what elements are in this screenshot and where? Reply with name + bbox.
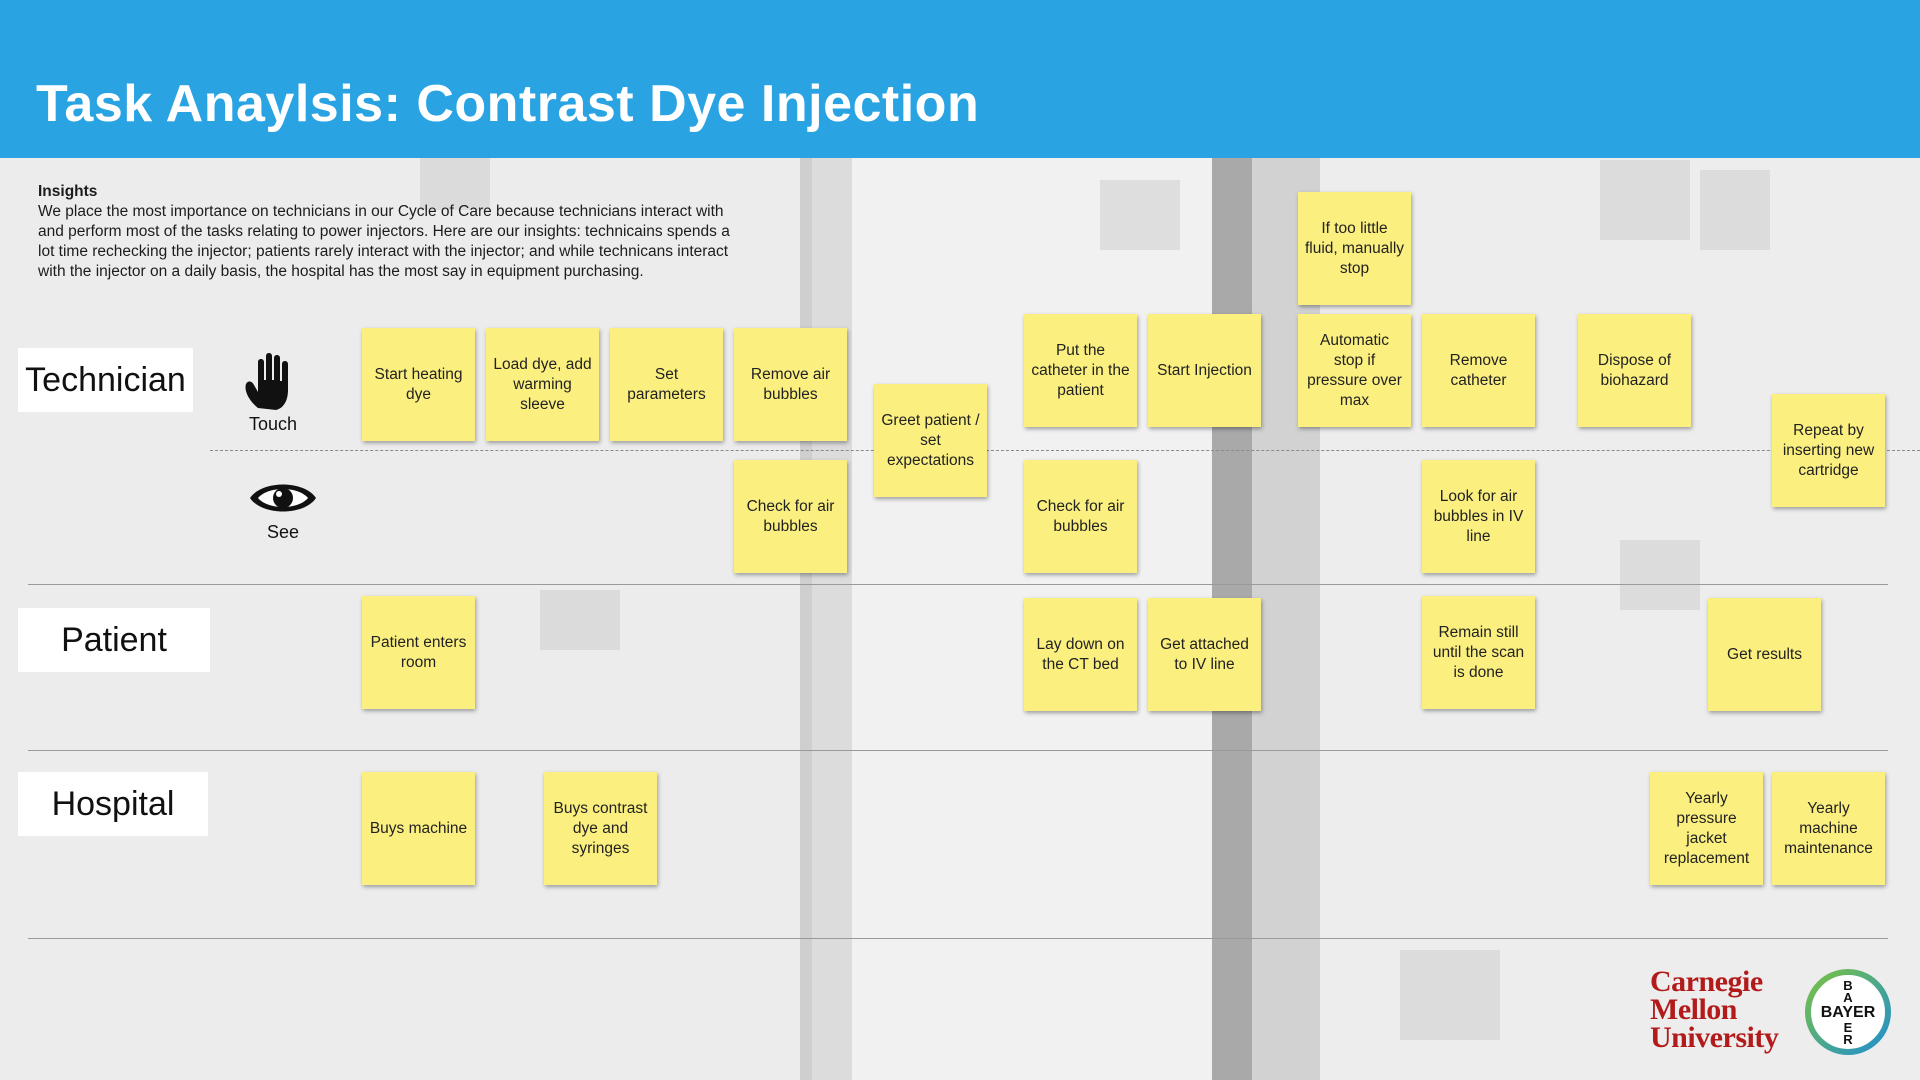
insights-body: We place the most importance on technici… bbox=[38, 203, 730, 280]
cmu-logo-line-1: Carnegie bbox=[1650, 965, 1763, 998]
mode-touch: Touch bbox=[240, 350, 306, 435]
cmu-logo-line-3: University bbox=[1650, 1021, 1779, 1054]
note-start-heating-dye: Start heating dye bbox=[362, 328, 475, 441]
note-set-parameters: Set parameters bbox=[610, 328, 723, 441]
cmu-logo: Carnegie Mellon University bbox=[1650, 965, 1779, 1054]
note-patient-enters-room: Patient enters room bbox=[362, 596, 475, 709]
lane-divider-technician bbox=[28, 584, 1888, 585]
svg-text:B: B bbox=[1843, 978, 1852, 993]
header-bar: Task Anaylsis: Contrast Dye Injection bbox=[0, 0, 1920, 158]
lane-label-patient: Patient bbox=[18, 608, 210, 672]
note-look-air-bubbles-iv: Look for air bubbles in IV line bbox=[1422, 460, 1535, 573]
insights-block: Insights We place the most importance on… bbox=[38, 182, 738, 282]
note-remove-catheter: Remove catheter bbox=[1422, 314, 1535, 427]
lane-label-hospital: Hospital bbox=[18, 772, 208, 836]
note-remove-air-bubbles: Remove air bubbles bbox=[734, 328, 847, 441]
note-buys-contrast-dye: Buys contrast dye and syringes bbox=[544, 772, 657, 885]
svg-text:BAYER: BAYER bbox=[1821, 1004, 1876, 1021]
note-start-injection: Start Injection bbox=[1148, 314, 1261, 427]
svg-text:E: E bbox=[1844, 1020, 1853, 1035]
mode-touch-label: Touch bbox=[248, 414, 298, 434]
note-check-air-bubbles-1: Check for air bubbles bbox=[734, 460, 847, 573]
note-check-air-bubbles-2: Check for air bubbles bbox=[1024, 460, 1137, 573]
mode-see-label: See bbox=[266, 522, 300, 542]
note-manually-stop: If too little fluid, manually stop bbox=[1298, 192, 1411, 305]
note-attached-iv-line: Get attached to IV line bbox=[1148, 598, 1261, 711]
note-dispose-biohazard: Dispose of biohazard bbox=[1578, 314, 1691, 427]
cmu-logo-line-2: Mellon bbox=[1650, 993, 1738, 1026]
eye-icon bbox=[250, 484, 316, 512]
note-buys-machine: Buys machine bbox=[362, 772, 475, 885]
note-lay-down-ct-bed: Lay down on the CT bed bbox=[1024, 598, 1137, 711]
touch-see-divider bbox=[210, 450, 1920, 451]
note-yearly-maintenance: Yearly machine maintenance bbox=[1772, 772, 1885, 885]
note-yearly-pressure-jacket: Yearly pressure jacket replacement bbox=[1650, 772, 1763, 885]
lane-divider-patient bbox=[28, 750, 1888, 751]
mode-see: See bbox=[248, 476, 318, 543]
svg-text:A: A bbox=[1843, 990, 1853, 1005]
lane-label-technician: Technician bbox=[18, 348, 193, 412]
note-remain-still: Remain still until the scan is done bbox=[1422, 596, 1535, 709]
hand-icon bbox=[245, 353, 288, 410]
note-greet-patient: Greet patient / set expectations bbox=[874, 384, 987, 497]
page-title: Task Anaylsis: Contrast Dye Injection bbox=[36, 75, 980, 133]
insights-heading: Insights bbox=[38, 183, 98, 200]
svg-text:R: R bbox=[1843, 1032, 1853, 1047]
bayer-logo: BAYER B A E R bbox=[1805, 969, 1891, 1055]
note-automatic-stop: Automatic stop if pressure over max bbox=[1298, 314, 1411, 427]
note-put-catheter: Put the catheter in the patient bbox=[1024, 314, 1137, 427]
lane-divider-hospital bbox=[28, 938, 1888, 939]
note-load-dye: Load dye, add warming sleeve bbox=[486, 328, 599, 441]
note-get-results: Get results bbox=[1708, 598, 1821, 711]
note-repeat-cartridge: Repeat by inserting new cartridge bbox=[1772, 394, 1885, 507]
